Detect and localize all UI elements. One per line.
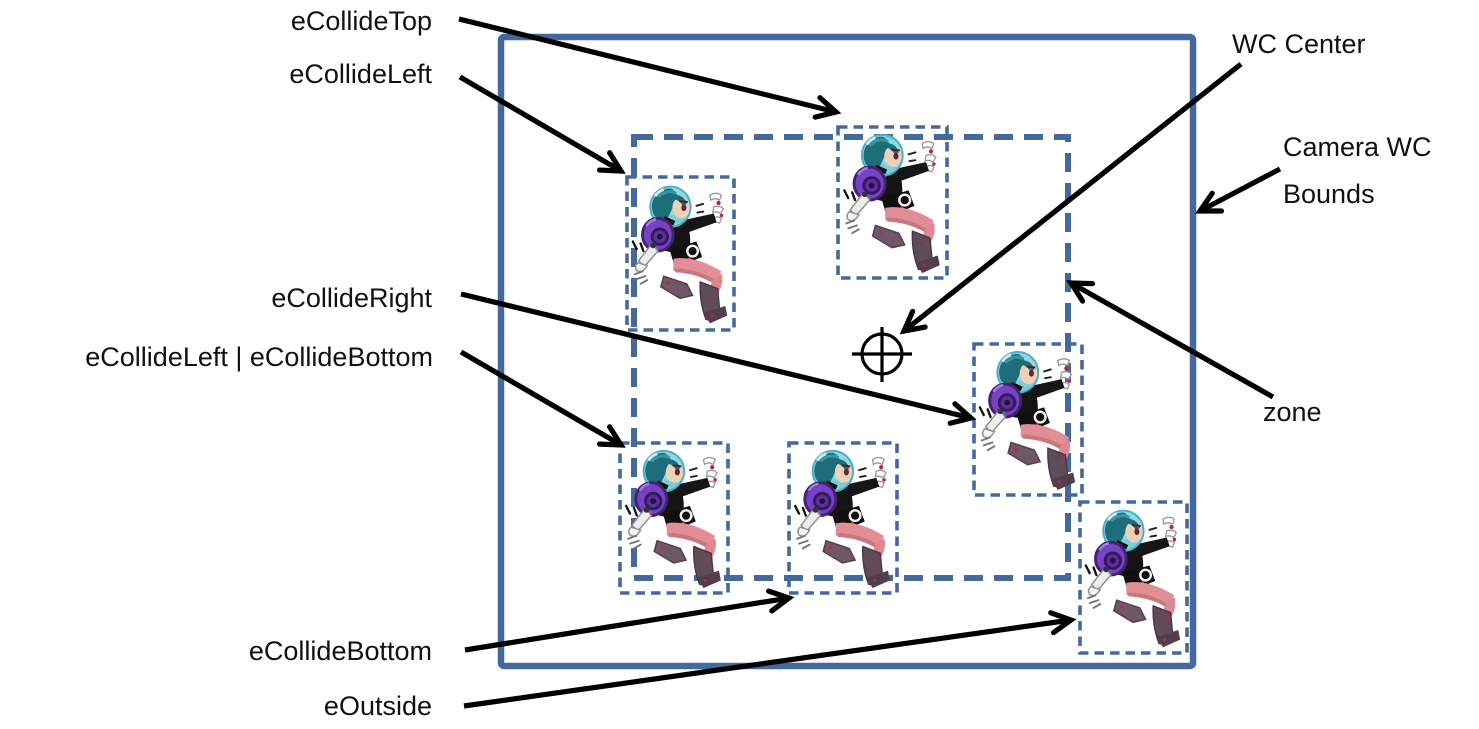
label-camera-bounds-line2: Bounds bbox=[1283, 179, 1375, 209]
entity-bottom bbox=[787, 441, 899, 595]
arrow-zone bbox=[1066, 280, 1275, 400]
label-collide-right: eCollideRight bbox=[271, 283, 432, 313]
hero-sprite bbox=[844, 135, 939, 273]
arrow-camera-bounds bbox=[1195, 166, 1282, 214]
label-collide-left-bottom: eCollideLeft | eCollideBottom bbox=[85, 342, 433, 372]
arrow-collide-right bbox=[460, 291, 977, 426]
hero-sprite bbox=[795, 451, 890, 588]
label-collide-bottom: eCollideBottom bbox=[248, 636, 432, 666]
zone-boundary-rect bbox=[631, 134, 1071, 581]
entity-bbox-outside bbox=[1078, 500, 1189, 655]
label-outside: eOutside bbox=[323, 691, 432, 721]
arrow-collide-left-bottom bbox=[459, 349, 626, 448]
entity-right bbox=[972, 342, 1084, 497]
entity-bbox-bottom bbox=[787, 441, 899, 595]
hero-sprite bbox=[633, 187, 727, 324]
label-camera-bounds-line1: Camera WC bbox=[1283, 132, 1432, 162]
label-collide-left: eCollideLeft bbox=[289, 59, 432, 89]
arrow-collide-top bbox=[458, 16, 842, 120]
entity-bbox-top bbox=[836, 125, 949, 280]
arrow-collide-bottom bbox=[464, 588, 795, 653]
wc-center-icon bbox=[852, 327, 912, 382]
label-wc-center: WC Center bbox=[1232, 29, 1366, 59]
entity-left bbox=[625, 175, 736, 332]
label-collide-top: eCollideTop bbox=[290, 6, 432, 36]
hero-sprite bbox=[980, 352, 1075, 490]
arrow-collide-left bbox=[458, 74, 626, 174]
entity-top bbox=[836, 125, 949, 280]
entity-bottom-left bbox=[618, 441, 730, 595]
entity-outside bbox=[1078, 500, 1189, 655]
arrow-wc-center bbox=[899, 61, 1243, 335]
arrow-outside bbox=[463, 610, 1077, 709]
label-zone: zone bbox=[1263, 397, 1322, 427]
hero-sprite bbox=[1086, 511, 1180, 648]
hero-sprite bbox=[626, 451, 721, 588]
entity-bbox-left bbox=[625, 175, 736, 332]
entity-bbox-bottom-left bbox=[618, 441, 730, 595]
